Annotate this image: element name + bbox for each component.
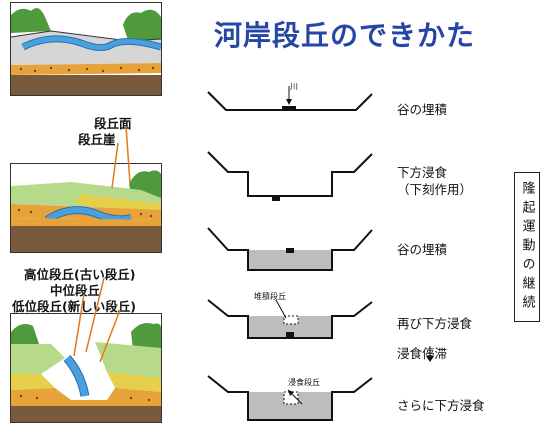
stage-2-label: 下方浸食: [397, 165, 448, 180]
note-erosion-terrace: 浸食段丘: [288, 378, 320, 387]
stage-4-label: 再び下方浸食: [397, 316, 473, 331]
scene-multiple-terraces: [10, 313, 162, 423]
label-terrace-surface: 段丘面: [94, 116, 132, 131]
page-title: 河岸段丘のできかた: [214, 19, 476, 52]
stage-3-profile: [207, 227, 373, 271]
stage-1-label: 谷の埋積: [397, 102, 448, 117]
note-river: 川: [290, 82, 298, 91]
label-high-terrace: 高位段丘(古い段丘): [24, 267, 136, 282]
label-low-terrace: 低位段丘(新しい段丘): [12, 299, 136, 314]
stages-panel: [200, 62, 512, 424]
stage-4-sublabel: 浸食停滞: [397, 346, 448, 361]
stage-3-label: 谷の埋積: [397, 242, 448, 257]
uplift-box: 隆起運動の継続: [514, 172, 540, 322]
stage-2-profile: [207, 151, 373, 201]
scene-valley-fill: [10, 2, 162, 96]
stage-5-label: さらに下方浸食: [397, 398, 485, 413]
scene-terrace-formation-illustration: [11, 164, 161, 252]
note-deposition-terrace: 堆積段丘: [254, 292, 286, 301]
scene-multiple-terraces-illustration: [11, 314, 161, 422]
down-arrow-icon: [426, 356, 434, 362]
stage-5-profile: [207, 375, 373, 421]
scene-terrace-formation: [10, 163, 162, 253]
label-terrace-cliff: 段丘崖: [78, 132, 116, 147]
stage-diagrams: [207, 86, 434, 421]
stage-4-profile: [207, 299, 373, 339]
label-mid-terrace: 中位段丘: [50, 283, 101, 298]
uplift-text: 隆起運動の継続: [519, 180, 535, 314]
stage-1-profile: [207, 86, 373, 111]
stage-2-sublabel: （下刻作用）: [397, 182, 473, 197]
scene-valley-fill-illustration: [11, 3, 161, 95]
